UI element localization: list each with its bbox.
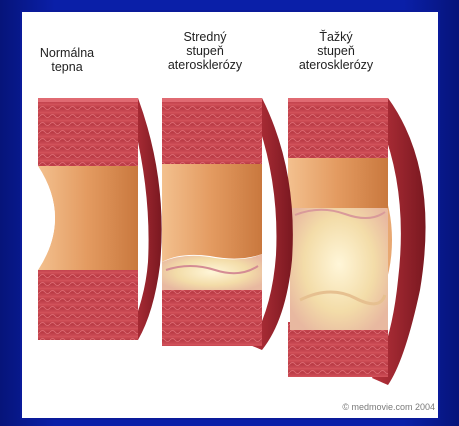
- label-moderate-atherosclerosis: Stredný stupeň aterosklerózy: [150, 30, 260, 72]
- label-moderate-line1: Stredný: [150, 30, 260, 44]
- label-severe-line1: Ťažký: [280, 30, 392, 44]
- artery-severe: [288, 98, 426, 385]
- artery-moderate: [162, 98, 293, 350]
- label-normal-line1: Normálna: [24, 46, 110, 60]
- label-normal-artery: Normálna tepna: [24, 46, 110, 74]
- label-moderate-line2: stupeň: [150, 44, 260, 58]
- copyright-text: © medmovie.com 2004: [342, 402, 435, 412]
- label-severe-line3: aterosklerózy: [280, 58, 392, 72]
- label-severe-line2: stupeň: [280, 44, 392, 58]
- label-severe-atherosclerosis: Ťažký stupeň aterosklerózy: [280, 30, 392, 72]
- label-normal-line2: tepna: [24, 60, 110, 74]
- label-moderate-line3: aterosklerózy: [150, 58, 260, 72]
- artery-normal: [38, 98, 162, 340]
